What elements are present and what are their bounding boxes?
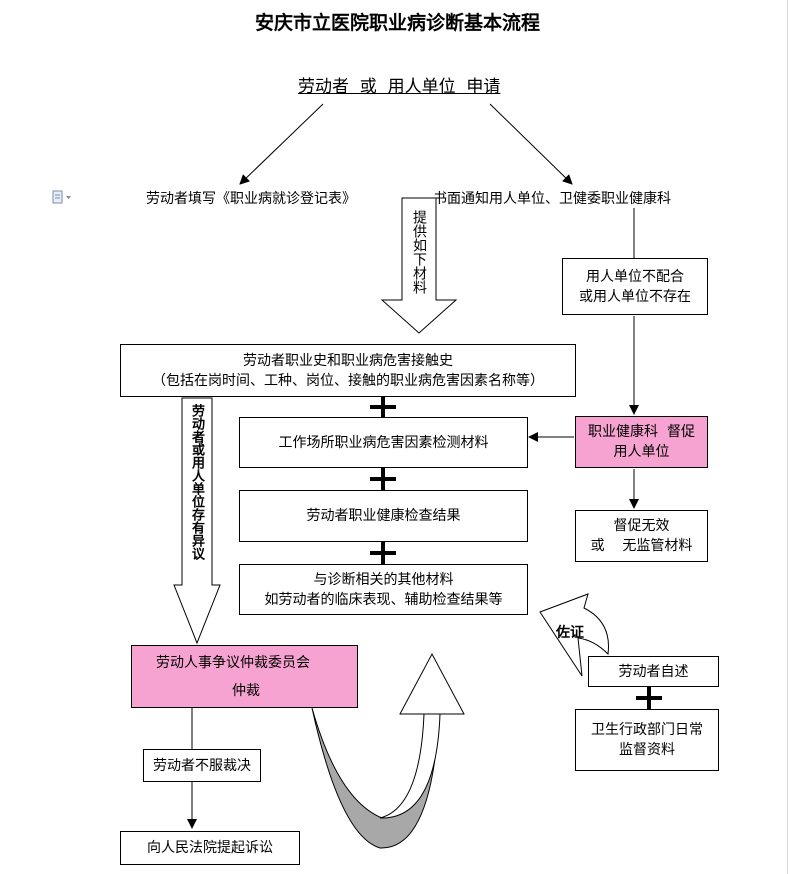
plus-icon bbox=[370, 396, 396, 418]
page-edge-line bbox=[787, 0, 788, 874]
evidence-arrow bbox=[539, 593, 609, 677]
apply-label: 劳动者 或 用人单位 申请 bbox=[298, 77, 501, 97]
self-statement-box: 劳动者自述 bbox=[588, 656, 719, 687]
material-other-box: 与诊断相关的其他材料 如劳动者的临床表现、辅助检查结果等 bbox=[239, 564, 528, 615]
not-accept-box: 劳动者不服裁决 bbox=[143, 749, 261, 782]
arrow-to-left-step bbox=[239, 103, 324, 185]
document-icon bbox=[52, 190, 71, 204]
material-history-box: 劳动者职业史和职业病危害接触史 （包括在岗时间、工种、岗位、接触的职业病危害因素… bbox=[120, 344, 576, 397]
left-step-label: 劳动者填写《职业病就诊登记表》 bbox=[146, 191, 356, 207]
plus-icon bbox=[370, 468, 396, 490]
employer-issue-box: 用人单位不配合 或用人单位不存在 bbox=[562, 258, 708, 315]
supervise-box: 职业健康科 督促 用人单位 bbox=[575, 416, 708, 468]
material-workplace-box: 工作场所职业病危害因素检测材料 bbox=[239, 417, 528, 468]
right-step-label: 书面通知用人单位、卫健委职业健康科 bbox=[433, 191, 671, 207]
dispute-label: 劳动者或用人单位存有异议 bbox=[189, 404, 204, 560]
plus-icon bbox=[636, 687, 662, 709]
arbitration-box: 劳动人事争议仲裁委员会 仲裁 bbox=[131, 645, 358, 708]
page-title: 安庆市立医院职业病诊断基本流程 bbox=[254, 12, 540, 34]
provide-materials-label: 提供如下材料 bbox=[411, 210, 427, 294]
plus-icon bbox=[370, 542, 396, 564]
supervise-fail-box: 督促无效 或 无监管材料 bbox=[575, 510, 708, 562]
curved-arrow-icon bbox=[311, 652, 465, 849]
lawsuit-box: 向人民法院提起诉讼 bbox=[120, 831, 300, 865]
arrow-to-right-step bbox=[489, 103, 573, 185]
evidence-label: 佐证 bbox=[556, 625, 584, 641]
health-supervision-box: 卫生行政部门日常 监督资料 bbox=[575, 709, 719, 771]
provide-materials-arrow bbox=[380, 197, 458, 334]
material-exam-box: 劳动者职业健康检查结果 bbox=[239, 490, 528, 542]
dispute-arrow bbox=[173, 397, 221, 645]
